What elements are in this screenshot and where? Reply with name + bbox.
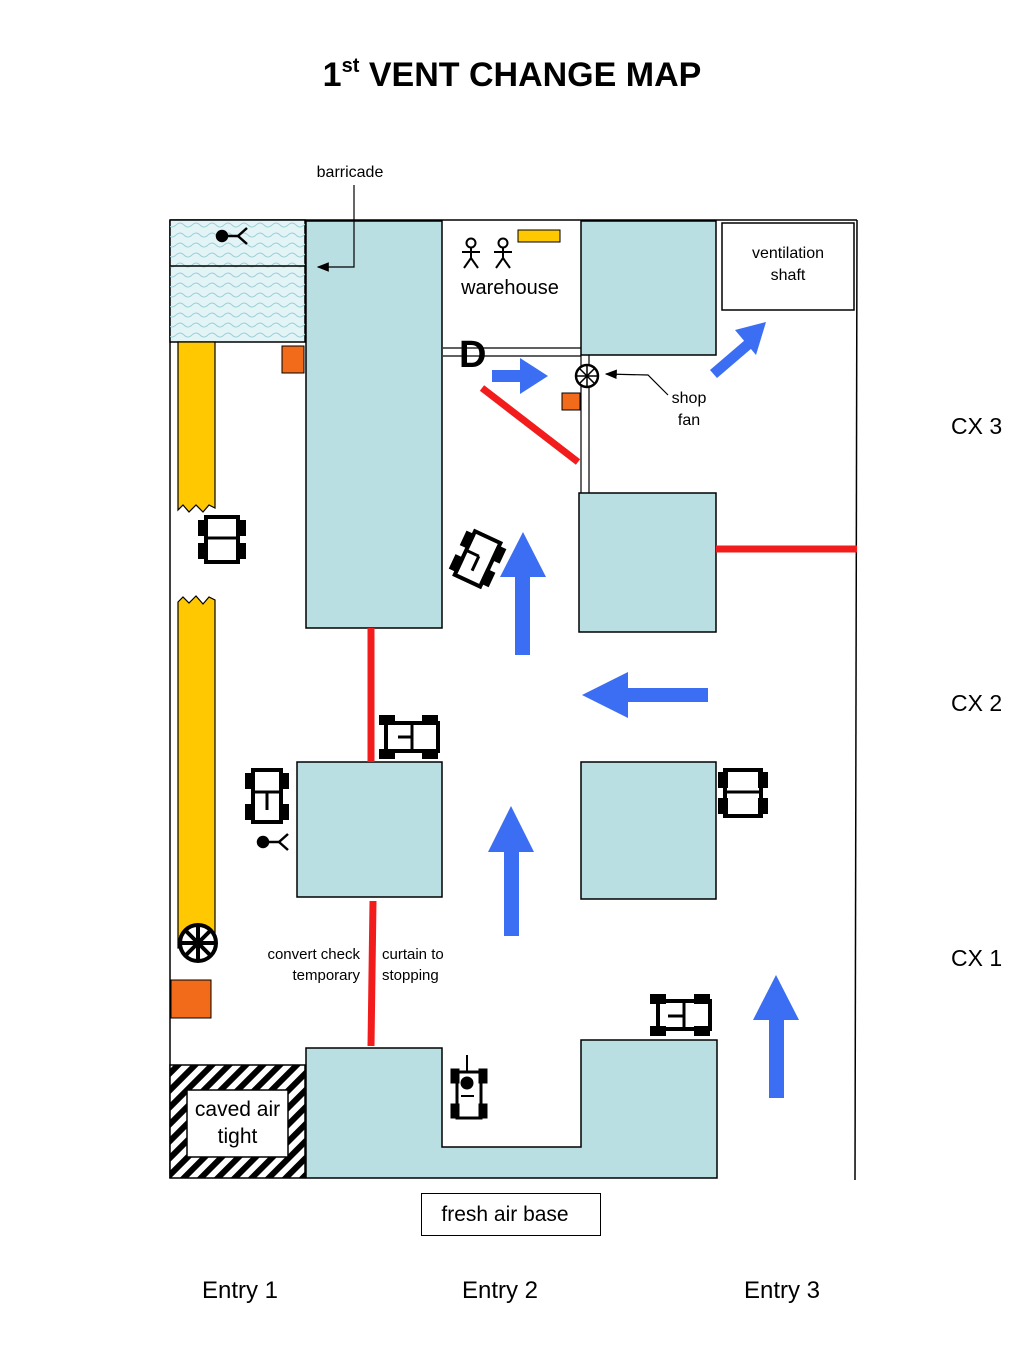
arrow-icon: [492, 358, 548, 394]
shop-fan-label: shop fan: [671, 390, 707, 429]
pillar: [305, 220, 443, 629]
pillar: [580, 220, 717, 356]
crosscut-label: CX 1: [951, 945, 1003, 971]
vehicle-icon: [718, 768, 768, 818]
pillar: [296, 761, 443, 898]
caved-area: [169, 1064, 306, 1179]
vehicle-icon: [650, 994, 712, 1036]
pillar: [305, 1039, 718, 1179]
door-icon: D: [459, 334, 486, 376]
vehicle-icon: [245, 768, 289, 824]
vehicle-icon: [379, 715, 440, 759]
yellow-box: [517, 229, 561, 243]
stoppings: [367, 385, 857, 1047]
fan-icon: [574, 363, 600, 389]
arrow-icon: [753, 975, 799, 1098]
crosscut-label: CX 3: [951, 413, 1003, 439]
belt-conveyor: [177, 341, 216, 949]
stopping: [479, 385, 581, 465]
person-icon: [462, 237, 480, 269]
orange-boxes: [170, 345, 581, 1019]
arrow-icon: [710, 322, 766, 378]
airflow-arrows: [488, 322, 799, 1098]
vehicle-icon: [448, 528, 507, 590]
caved-label: caved air tight: [194, 1098, 281, 1148]
pillars: [296, 220, 718, 1179]
barricade-area: [169, 219, 306, 343]
vehicle-icon: [450, 1055, 488, 1120]
warehouse-label: warehouse: [461, 277, 559, 299]
entry-label: Entry 3: [744, 1277, 821, 1304]
fan-icon: [178, 923, 218, 963]
orange-box: [170, 979, 212, 1019]
barricade-leader: [316, 185, 355, 272]
crosscut-label: CX 2: [951, 690, 1003, 716]
convert-check-label: convert check temporary: [267, 946, 360, 984]
shop-fan-leader: [604, 369, 669, 396]
arrow-icon: [488, 806, 534, 936]
arrow-icon: [500, 532, 546, 655]
stopping: [367, 900, 377, 1047]
curtain-label: curtain to stopping: [382, 946, 444, 984]
entry-label: Entry 1: [202, 1277, 279, 1304]
fresh-air-base-box: fresh air base: [421, 1193, 601, 1236]
ventilation-shaft-label: ventilation shaft: [751, 245, 825, 284]
map-title: 1st VENT CHANGE MAP: [322, 55, 702, 94]
vehicle-icon: [198, 515, 246, 564]
ventilation-shaft-box: [721, 222, 855, 311]
orange-box: [281, 345, 305, 374]
pillar: [580, 761, 717, 900]
pillar: [578, 492, 717, 633]
miner-icon: [215, 227, 248, 245]
miner-icon: [256, 833, 289, 851]
arrow-icon: [582, 672, 708, 718]
mine-outline: [169, 219, 858, 1181]
orange-box: [561, 392, 581, 411]
entry-label: Entry 2: [462, 1277, 539, 1304]
fresh-air-base-label: fresh air base: [441, 1203, 569, 1226]
barricade-label: barricade: [316, 164, 384, 181]
person-icon: [494, 237, 512, 269]
